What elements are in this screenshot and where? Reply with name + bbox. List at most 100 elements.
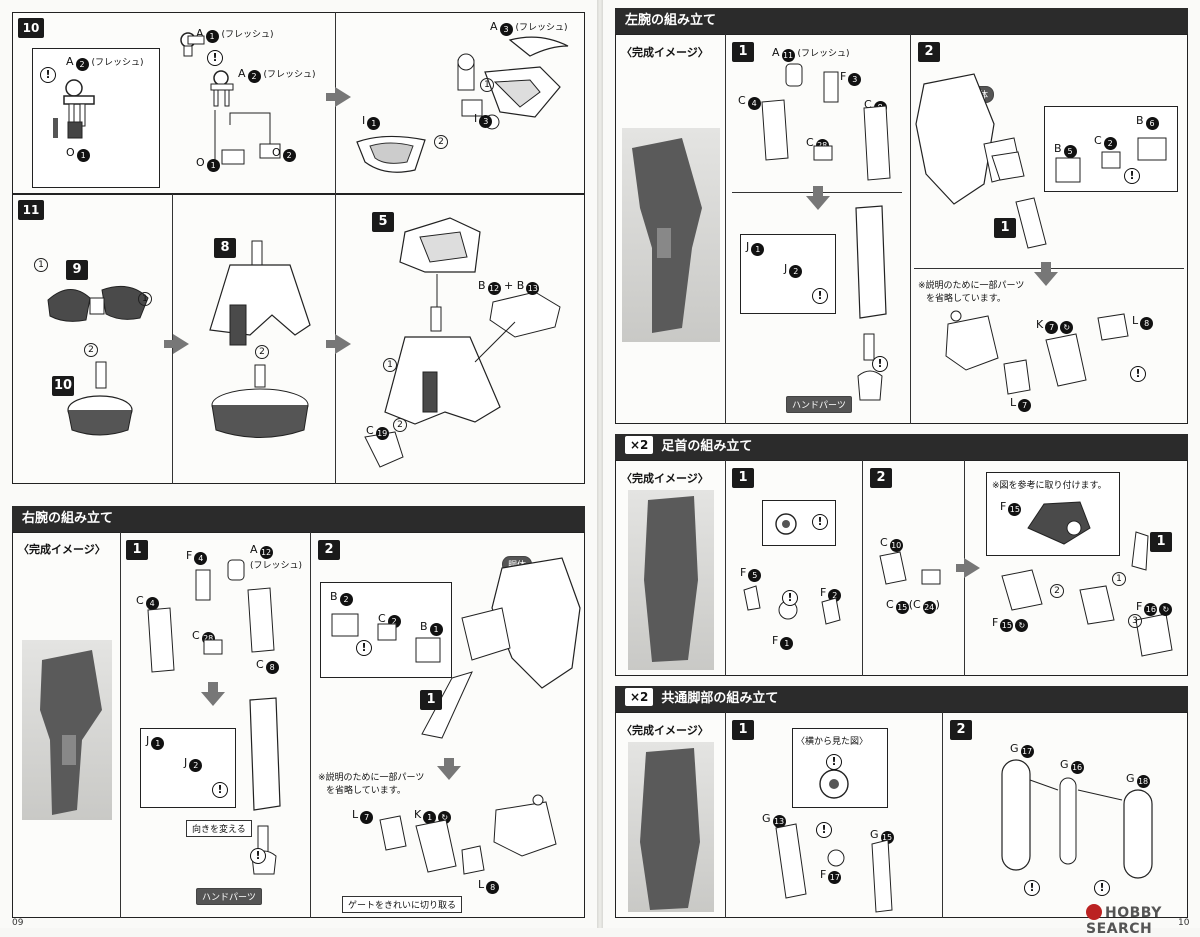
common-leg-divider-1: [725, 712, 726, 918]
ref-10: 10: [52, 376, 74, 396]
step-2-number: 2: [318, 540, 340, 560]
section-header-left-arm: 左腕の組み立て: [615, 8, 1188, 34]
flow-arrow-stem: [444, 758, 454, 768]
turn-note: 向きを変える: [186, 820, 252, 837]
step-2-number: 2: [870, 468, 892, 488]
complete-image-label: 〈完成イメージ〉: [621, 472, 709, 485]
foot-assembly-drawing: [1001, 531, 1173, 657]
left-arm-divider-2: [910, 34, 911, 424]
step-1-marker: 1: [34, 258, 48, 272]
step-1-number: 1: [732, 720, 754, 740]
right-arm-divider-2: [310, 532, 311, 918]
step-1-marker: 1: [138, 292, 152, 306]
ref-9: 9: [66, 260, 88, 280]
label-a12-note: (フレッシュ): [250, 561, 303, 571]
wrist-callout: [740, 234, 836, 314]
multiplier-badge: ×2: [625, 688, 654, 706]
common-leg-divider-2: [942, 712, 943, 918]
caution-icon: !: [1130, 366, 1146, 382]
multiplier-badge: ×2: [625, 436, 654, 454]
complete-image-label: 〈完成イメージ〉: [621, 724, 709, 737]
part-i1-drawing: [356, 135, 426, 173]
flow-arrow-stem: [164, 340, 174, 348]
step-1-marker: 1: [480, 78, 494, 92]
completed-left-arm-photo: [622, 128, 720, 342]
flow-arrow: [173, 334, 189, 354]
step-3-marker: 3: [1128, 614, 1142, 628]
elbow-parts-drawing: [379, 794, 557, 875]
caution-icon: !: [40, 67, 56, 83]
heel-parts-drawing: [879, 551, 941, 585]
flow-arrow: [1034, 272, 1058, 286]
forearm-parts-drawing: [147, 559, 275, 673]
shoulder-parts-drawing: [1055, 137, 1167, 183]
flow-arrow: [806, 196, 830, 210]
upper-arm-drawing: [991, 151, 1047, 249]
caution-icon: !: [782, 590, 798, 606]
flow-arrow: [437, 766, 461, 780]
caution-icon: !: [1094, 880, 1110, 896]
flow-arrow-stem: [326, 93, 336, 101]
step-2-marker: 2: [255, 345, 269, 359]
torso-assembly-drawing: [364, 217, 561, 468]
side-view-drawing: [819, 769, 849, 799]
step-2-marker: 2: [434, 135, 448, 149]
ankle-photo-shape: [644, 496, 698, 662]
watermark-logo-icon: [1086, 904, 1102, 920]
omit-note-1: ※説明のために一部パーツ: [318, 773, 425, 783]
book-gutter: [597, 0, 603, 928]
completed-leg-photo: [628, 742, 714, 912]
ref-5: 5: [372, 212, 394, 232]
section-header-right-arm: 右腕の組み立て: [12, 506, 585, 532]
step-11-number: 11: [18, 200, 44, 220]
step-1-marker: 1: [1112, 572, 1126, 586]
step-11-panel: [12, 194, 585, 484]
flow-arrow-stem: [326, 340, 336, 348]
step-10-number: 10: [18, 18, 44, 38]
assembly-lines: [214, 110, 271, 160]
caution-icon: !: [816, 822, 832, 838]
knee-parts-drawing: [775, 823, 893, 913]
omit-note-1: ※説明のために一部パーツ: [918, 281, 1025, 291]
ref-1: 1: [420, 690, 442, 710]
flow-arrow: [335, 334, 351, 354]
step-11-divider-1: [172, 194, 173, 484]
flow-arrow-stem: [813, 186, 823, 196]
skirt-assembly-drawing: [209, 240, 311, 438]
step-1-marker: 1: [383, 358, 397, 372]
part-a1-drawing: [180, 32, 205, 57]
toe-reference-drawing: [1027, 501, 1091, 545]
up-arrow: [53, 118, 58, 138]
caution-icon: !: [812, 288, 828, 304]
assembled-forearm-drawing: [249, 697, 281, 875]
completed-right-arm-photo: [22, 640, 112, 820]
complete-image-label: 〈完成イメージ〉: [18, 543, 106, 556]
elbow-parts-drawing: [945, 310, 1129, 395]
step-1-number: 1: [732, 42, 754, 62]
flow-arrow: [335, 87, 351, 107]
shoulder-parts-drawing: [331, 613, 441, 663]
step-2-marker: 2: [1050, 584, 1064, 598]
omit-note-2: を省略しています。: [326, 786, 406, 796]
step-2-number: 2: [950, 720, 972, 740]
